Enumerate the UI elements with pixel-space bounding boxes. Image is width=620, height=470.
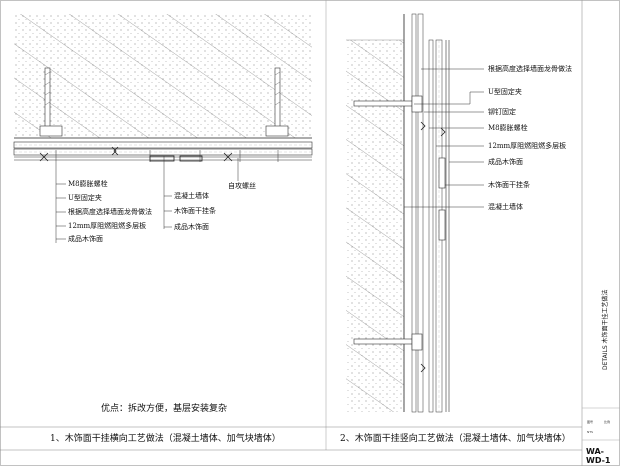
label-r-board: 12mm厚阻燃阻燃多层板: [488, 142, 567, 150]
label-r-keel: 根据高度选择墙面龙骨做法: [488, 65, 572, 73]
label-u-clip: U型固定夹: [68, 194, 102, 202]
label-r-concrete-wall: 混凝土墙体: [488, 203, 523, 211]
right-detail-title: 2、木饰面干挂竖向工艺做法（混凝土墙体、加气块墙体）: [340, 434, 571, 444]
label-m8-bolt: M8膨胀螺栓: [68, 180, 108, 188]
label-veneer-right: 成品木饰面: [174, 223, 209, 231]
advantage-note: 优点：拆改方便，基层安装复杂: [101, 404, 228, 414]
right-section: [346, 13, 484, 413]
label-veneer: 成品木饰面: [68, 235, 103, 243]
label-r-m8-bolt: M8膨胀螺栓: [488, 124, 528, 132]
left-detail-title: 1、木饰面干挂横向工艺做法（混凝土墙体、加气块墙体）: [50, 434, 281, 444]
left-section: [13, 14, 313, 243]
label-concrete-wall: 混凝土墙体: [174, 192, 209, 200]
label-r-veneer: 成品木饰面: [488, 158, 523, 166]
label-board: 12mm厚阻燃阻燃多层板: [68, 222, 147, 230]
label-self-tapping-screw: 自攻螺丝: [228, 182, 256, 190]
label-keel: 根据高度选择墙面龙骨做法: [68, 208, 152, 216]
drawing-code: WA-WD-1: [586, 447, 611, 465]
field-nts: NTS: [587, 430, 593, 434]
field-drawing-no: 图号: [587, 420, 594, 424]
field-scale: 比例: [604, 420, 611, 424]
label-hanging-strip: 木饰面干挂条: [174, 207, 216, 215]
label-r-rivet: 铆钉固定: [488, 108, 516, 116]
vertical-sheet-title: DETAILS 木饰面干挂工艺做法: [602, 289, 609, 370]
label-r-u-clip: U型固定夹: [488, 88, 522, 96]
label-r-hanging-strip: 木饰面干挂条: [488, 181, 530, 189]
